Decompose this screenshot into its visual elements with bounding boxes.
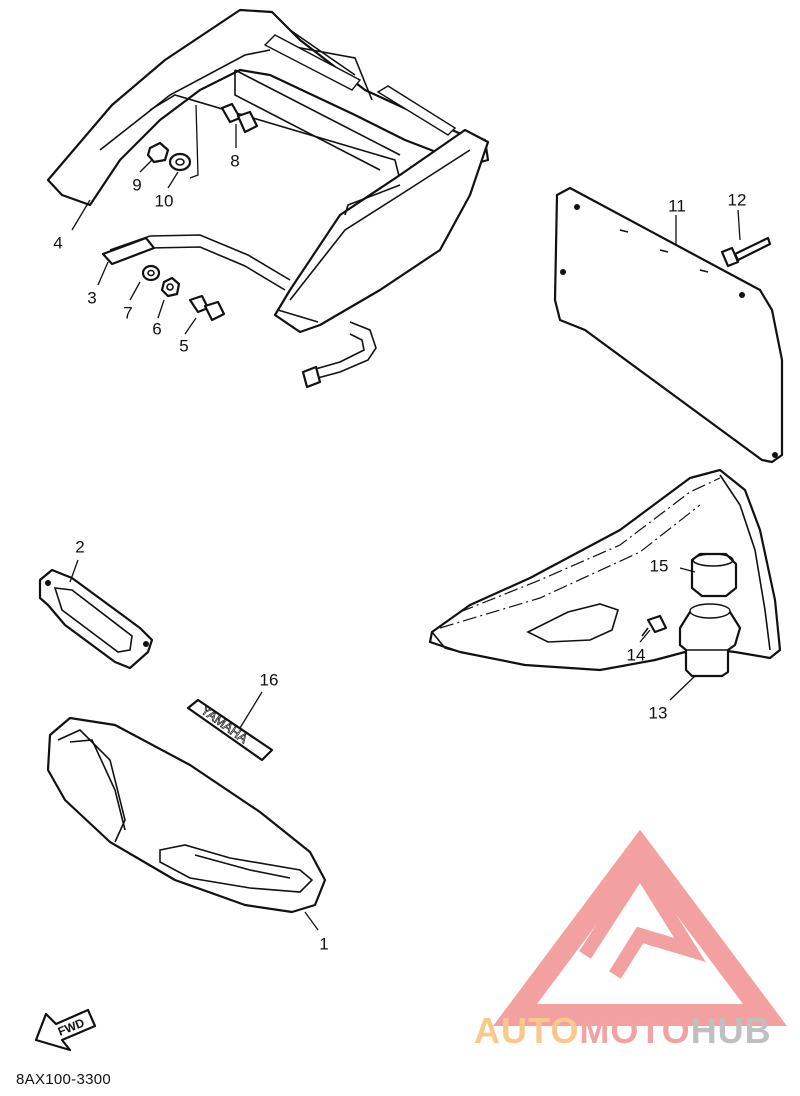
part-3-grab-bar (101, 234, 377, 389)
callout-13: 13 (648, 703, 668, 723)
part-13-socket (678, 603, 742, 678)
callout-6: 6 (152, 319, 162, 339)
part-15-bulb (690, 552, 738, 598)
callout-4: 4 (53, 233, 63, 253)
callout-5: 5 (179, 336, 189, 356)
part-12-fastener (720, 236, 772, 268)
part-5-bolt (188, 294, 226, 322)
part-2-bracket (38, 568, 154, 670)
watermark-logo (493, 829, 787, 1026)
leader-lines (69, 104, 741, 931)
part-4-carrier-frame (46, 8, 490, 334)
callout-14: 14 (626, 645, 646, 665)
callout-2: 2 (75, 537, 85, 557)
part-11-panel (553, 186, 784, 464)
brand-part-2: MOTO (579, 1010, 691, 1051)
callout-12: 12 (727, 190, 747, 210)
callout-8: 8 (230, 151, 240, 171)
part-16-decal: YAMAHA (186, 698, 274, 762)
part-7-washer (141, 264, 161, 282)
part-14-screw (641, 614, 668, 637)
callout-1: 1 (319, 934, 329, 954)
watermark-brand-text: AUTOMOTOHUB (474, 1010, 794, 1052)
part-10-washer (168, 152, 192, 172)
part-8-bolt (220, 102, 259, 134)
decal-text: YAMAHA (198, 702, 251, 746)
callout-3: 3 (87, 288, 97, 308)
callout-16: 16 (259, 670, 279, 690)
callout-15: 15 (649, 556, 669, 576)
callout-11: 11 (668, 196, 686, 216)
brand-part-3: HUB (690, 1010, 772, 1051)
part-1-cover (46, 716, 327, 914)
part-6-nut (160, 276, 181, 298)
callout-10: 10 (154, 191, 174, 211)
callout-7: 7 (123, 303, 133, 323)
fwd-arrow-icon: FWD (34, 1008, 97, 1052)
part-9-nut (146, 141, 170, 164)
diagram-code: 8AX100-3300 (16, 1071, 112, 1088)
callout-9: 9 (132, 175, 142, 195)
brand-part-1: AUTO (474, 1010, 580, 1051)
